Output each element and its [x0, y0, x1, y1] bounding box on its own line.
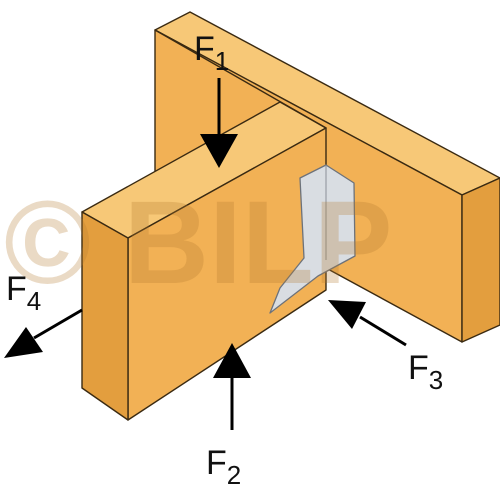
force-label-f2: F2 — [206, 444, 241, 490]
force-label-f1: F1 — [194, 30, 229, 76]
force-label-f4: F4 — [6, 270, 41, 316]
joint-line — [154, 29, 327, 129]
force-arrow-f4 — [4, 308, 83, 358]
force-arrow-f1 — [200, 78, 238, 168]
joist-end — [81, 211, 129, 421]
watermark-text: © BILP — [4, 177, 393, 309]
force-arrow-f2 — [213, 343, 251, 430]
main-beam-end — [461, 177, 500, 343]
force-label-f3: F3 — [408, 349, 443, 395]
joist-hanger-plate — [269, 164, 356, 314]
joist — [81, 101, 327, 421]
force-arrow-f3 — [328, 300, 407, 347]
